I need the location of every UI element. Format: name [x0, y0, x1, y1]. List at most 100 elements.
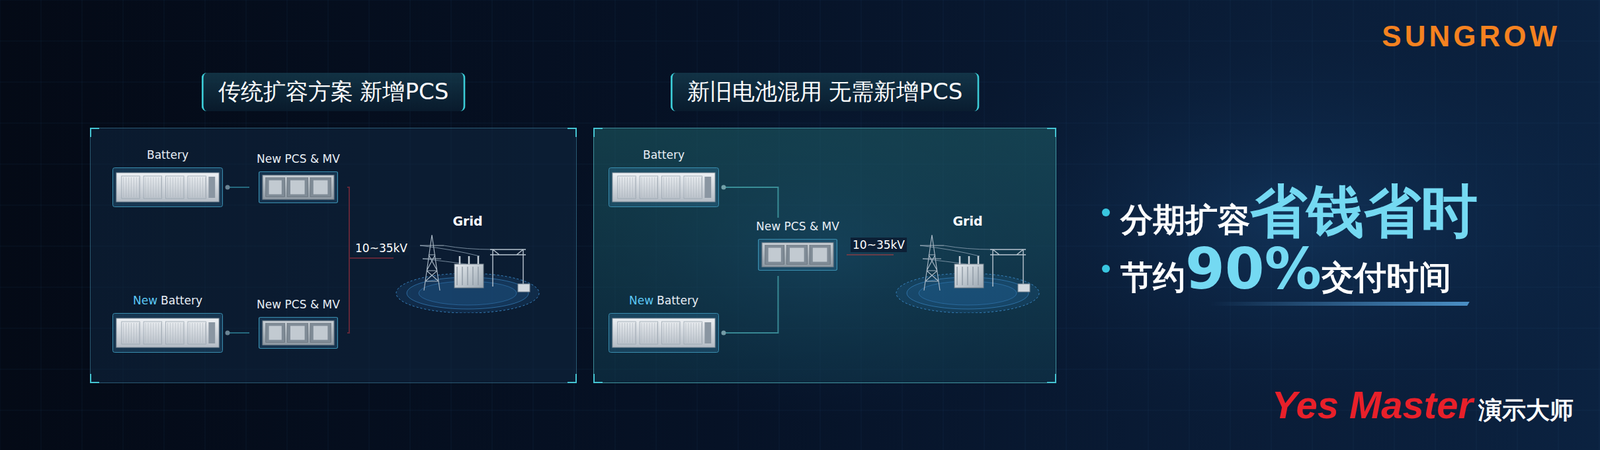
door-slat	[136, 322, 137, 343]
battery-container	[608, 312, 719, 353]
door-slat	[194, 177, 196, 198]
door-slat	[624, 177, 626, 198]
cabinet-bay	[765, 245, 785, 265]
door-slat	[644, 322, 645, 343]
door-slat	[138, 177, 140, 198]
gantry	[990, 249, 1026, 287]
door-slat	[145, 177, 147, 198]
power-wire	[920, 245, 993, 264]
door-slat	[133, 322, 135, 343]
bay-panel	[290, 325, 305, 340]
door-slat	[687, 177, 689, 198]
device-frame	[259, 316, 338, 348]
door-slat	[621, 322, 623, 343]
benefit-highlight: 90%	[1185, 235, 1322, 302]
container-vent	[208, 176, 215, 198]
device-frame	[112, 313, 223, 353]
device-label: New PCS & MV	[256, 152, 340, 166]
cabinet-bay	[310, 177, 331, 198]
container-door	[166, 321, 185, 344]
grid-label: Grid	[452, 213, 483, 229]
door-slat	[666, 322, 667, 343]
door-slat	[671, 177, 673, 198]
device-caption: New PCS & MV	[249, 295, 348, 313]
door-slat	[619, 322, 620, 343]
container-vent	[704, 176, 712, 198]
cabinet-bay	[265, 323, 286, 343]
door-slat	[687, 322, 689, 343]
cabinet-bay	[287, 177, 308, 198]
corner-mark	[593, 127, 603, 137]
door-slat	[152, 177, 154, 198]
door-slat	[663, 177, 665, 198]
door-slat	[695, 177, 697, 198]
pcs-node: New PCS & MV	[249, 295, 348, 354]
door-slat	[627, 322, 628, 343]
door-slat	[138, 322, 140, 343]
door-slat	[644, 177, 645, 198]
device-label: Battery	[642, 148, 685, 162]
door-slat	[158, 322, 159, 343]
door-slat	[155, 177, 157, 198]
door-slat	[183, 322, 184, 343]
bay-panel	[269, 179, 282, 194]
cabinet-body	[262, 320, 335, 345]
door-slat	[197, 322, 198, 343]
benefit-line: 节约90%交付时间	[1101, 235, 1452, 302]
device-caption: New PCS & MV	[748, 217, 847, 235]
device-caption: NewBattery	[605, 291, 722, 309]
device-frame	[112, 168, 223, 208]
grid-node: Grid	[893, 212, 1042, 313]
panel-heading: 传统扩容方案 新增PCS	[201, 72, 466, 112]
door-slat	[648, 177, 650, 198]
door-slat	[167, 322, 169, 343]
container-door	[662, 175, 681, 199]
door-slat	[679, 177, 680, 198]
cabinet-bay	[265, 177, 286, 198]
door-slat	[130, 322, 132, 343]
container-door	[683, 175, 703, 199]
corner-mark	[593, 373, 603, 383]
bay-panel	[290, 179, 305, 194]
door-slat	[136, 177, 137, 198]
bay-panel	[789, 247, 805, 262]
transformer-fin	[472, 266, 473, 286]
bushing	[459, 255, 479, 264]
transformer-fin	[466, 266, 468, 286]
device-caption: NewBattery	[109, 291, 226, 309]
door-slat	[125, 177, 127, 198]
door-slat	[654, 177, 655, 198]
door-slat	[172, 322, 174, 343]
door-slat	[698, 177, 700, 198]
door-slat	[654, 322, 655, 343]
door-slat	[158, 177, 159, 198]
door-slat	[128, 322, 129, 343]
door-slat	[123, 177, 124, 198]
container-body	[612, 318, 716, 348]
door-slat	[668, 177, 670, 198]
door-slat	[189, 322, 190, 343]
pcs-node: New PCS & MV	[249, 150, 348, 209]
switch-box	[1017, 283, 1030, 292]
grid-line	[41, 0, 42, 450]
door-slat	[648, 322, 650, 343]
door-slat	[148, 177, 149, 198]
door-slat	[685, 177, 686, 198]
door-slat	[629, 177, 631, 198]
transformer-fin	[972, 266, 973, 286]
transformer-fin	[461, 266, 463, 286]
door-slat	[160, 322, 162, 343]
door-slat	[177, 322, 179, 343]
power-wire	[420, 245, 493, 264]
watermark-brand: Yes Master	[1271, 382, 1474, 427]
door-slat	[624, 322, 626, 343]
scheme-panel: 新旧电池混用 无需新增PCSBatteryNewBatteryNew PCS &…	[593, 127, 1057, 383]
door-slat	[183, 177, 184, 198]
switch-box	[517, 283, 530, 292]
grid-label: Grid	[952, 213, 983, 229]
transformer-fin	[456, 266, 458, 286]
door-slat	[133, 177, 135, 198]
transformer-fin	[956, 266, 958, 286]
door-slat	[641, 322, 643, 343]
door-slat	[125, 322, 127, 343]
